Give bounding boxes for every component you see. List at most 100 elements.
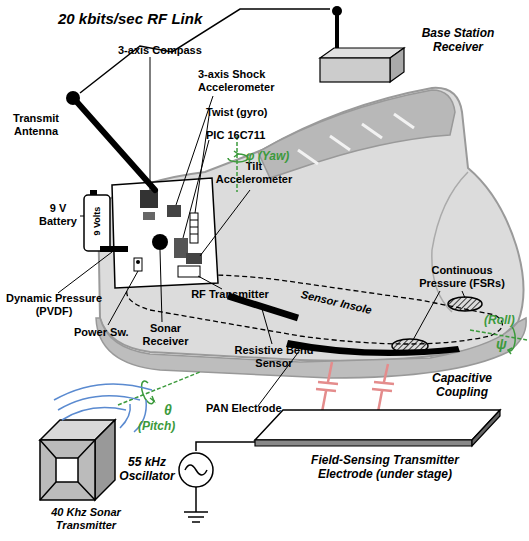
connector-line <box>196 442 255 451</box>
leader-line <box>462 291 465 298</box>
shoe-sole <box>96 318 526 378</box>
text-label: 3-axis Compass <box>118 44 228 57</box>
electrode-node: Field-Sensing Transmitter Electrode (und… <box>255 405 510 497</box>
leader-lines <box>58 57 465 406</box>
sound-wave <box>58 396 140 410</box>
plate-front <box>255 440 472 446</box>
text-label: Power Sw. <box>74 326 144 339</box>
text-label: φ (Yaw) <box>246 150 326 164</box>
pitch-arrowhead <box>150 396 154 401</box>
receiver-node: Base Station Receiver <box>312 6 527 90</box>
power-switch <box>136 260 140 264</box>
plate-side <box>472 410 500 446</box>
sound-wave <box>54 384 152 400</box>
node-label: Field-Sensing Transmitter Electrode (und… <box>300 453 470 482</box>
speaker-side <box>95 420 115 500</box>
accelerometer-chip <box>167 205 181 217</box>
text-label: Resistive Bend Sensor <box>232 344 316 369</box>
box-side <box>390 48 404 82</box>
plate-top <box>255 410 500 440</box>
leader-line <box>200 190 250 256</box>
text-label: (Roll) <box>484 314 529 328</box>
text-label: 9 Volts <box>92 196 102 246</box>
roll-arrowhead <box>508 348 512 354</box>
box-front <box>320 58 390 82</box>
text-label: Twist (gyro) <box>206 106 296 119</box>
compass-chip <box>143 212 155 220</box>
rotation-axes <box>118 136 527 405</box>
text-label: RF Transmitter <box>190 288 270 301</box>
text-label: θ <box>164 402 184 418</box>
receiver-box <box>312 6 407 90</box>
sonar-receiver <box>152 234 168 250</box>
leader-line <box>183 140 209 238</box>
yaw-arrowhead <box>234 151 238 157</box>
text-label: 20 kbits/sec RF Link <box>58 10 258 27</box>
pitch-axis <box>118 372 200 405</box>
text-label: Dynamic Pressure (PVDF) <box>2 292 106 317</box>
pvdf-sensor <box>100 246 128 252</box>
yaw-arrow <box>228 154 248 162</box>
sound-wave <box>120 404 130 428</box>
text-label: Sonar Receiver <box>138 322 193 347</box>
sound-waves <box>54 384 152 432</box>
capacitor-symbol <box>316 362 338 412</box>
sonar-transmitter <box>40 420 115 500</box>
speaker-horn <box>56 458 78 482</box>
speaker-horn-lines <box>40 440 95 500</box>
ground-bar <box>184 511 208 513</box>
pic-chip <box>174 238 188 258</box>
receiver-antenna-ball <box>332 6 342 16</box>
capacitive-coupling <box>316 362 394 412</box>
shoe-tongue <box>258 90 455 178</box>
text-label: Tilt Accelerometer <box>210 160 298 185</box>
text-label: 40 Khz Sonar Transmitter <box>34 506 138 531</box>
receiver-antenna <box>335 12 339 53</box>
text-label: Continuous Pressure (FSRs) <box>412 264 512 289</box>
ground-symbol <box>184 487 208 522</box>
text-label: (Pitch) <box>138 420 198 434</box>
text-label: 3-axis Shock Accelerometer <box>198 68 288 93</box>
fsr-sensor <box>448 297 482 311</box>
leader-line <box>80 216 84 217</box>
gyro-chip <box>190 213 198 243</box>
oscillator-circle <box>177 451 215 489</box>
text-label: ψ <box>496 336 516 352</box>
electrode-plate <box>255 405 505 450</box>
sine-symbol <box>185 465 207 475</box>
leader-line <box>413 291 440 340</box>
shoe-laces <box>298 114 414 164</box>
gyro-stripes <box>190 220 198 234</box>
leader-line <box>108 271 138 325</box>
text-label: 9 V Battery <box>34 202 82 227</box>
ground-bar <box>192 521 200 523</box>
leader-line <box>160 250 162 322</box>
ground-wire <box>195 487 197 512</box>
leader-line <box>198 276 222 289</box>
sound-wave <box>62 408 126 420</box>
leader-line <box>262 309 272 344</box>
text-label: Transmit Antenna <box>2 112 70 137</box>
node-label: 55 kHz Oscillator <box>115 455 179 484</box>
node-label: Base Station Receiver <box>407 26 509 55</box>
leader-line <box>150 57 151 190</box>
pitch-arrow <box>142 381 154 404</box>
connector <box>196 442 255 451</box>
capacitor-symbol <box>372 364 394 412</box>
text-label: Capacitive Coupling <box>414 372 510 400</box>
battery <box>84 195 110 251</box>
toe-cap-line <box>432 172 468 312</box>
oscillator-outline <box>179 453 213 487</box>
antenna-ball <box>66 91 80 105</box>
oscillator-node: 55 kHz Oscillator <box>115 448 220 493</box>
power-switch <box>134 258 142 271</box>
tilt-accelerometer <box>186 253 202 264</box>
antenna-rod <box>76 101 155 190</box>
rf-transmitter <box>178 266 200 277</box>
shoe-upper <box>98 88 524 361</box>
leader-line <box>58 252 112 293</box>
text-label: PIC 16C711 <box>206 129 296 142</box>
speaker-front <box>40 440 95 500</box>
